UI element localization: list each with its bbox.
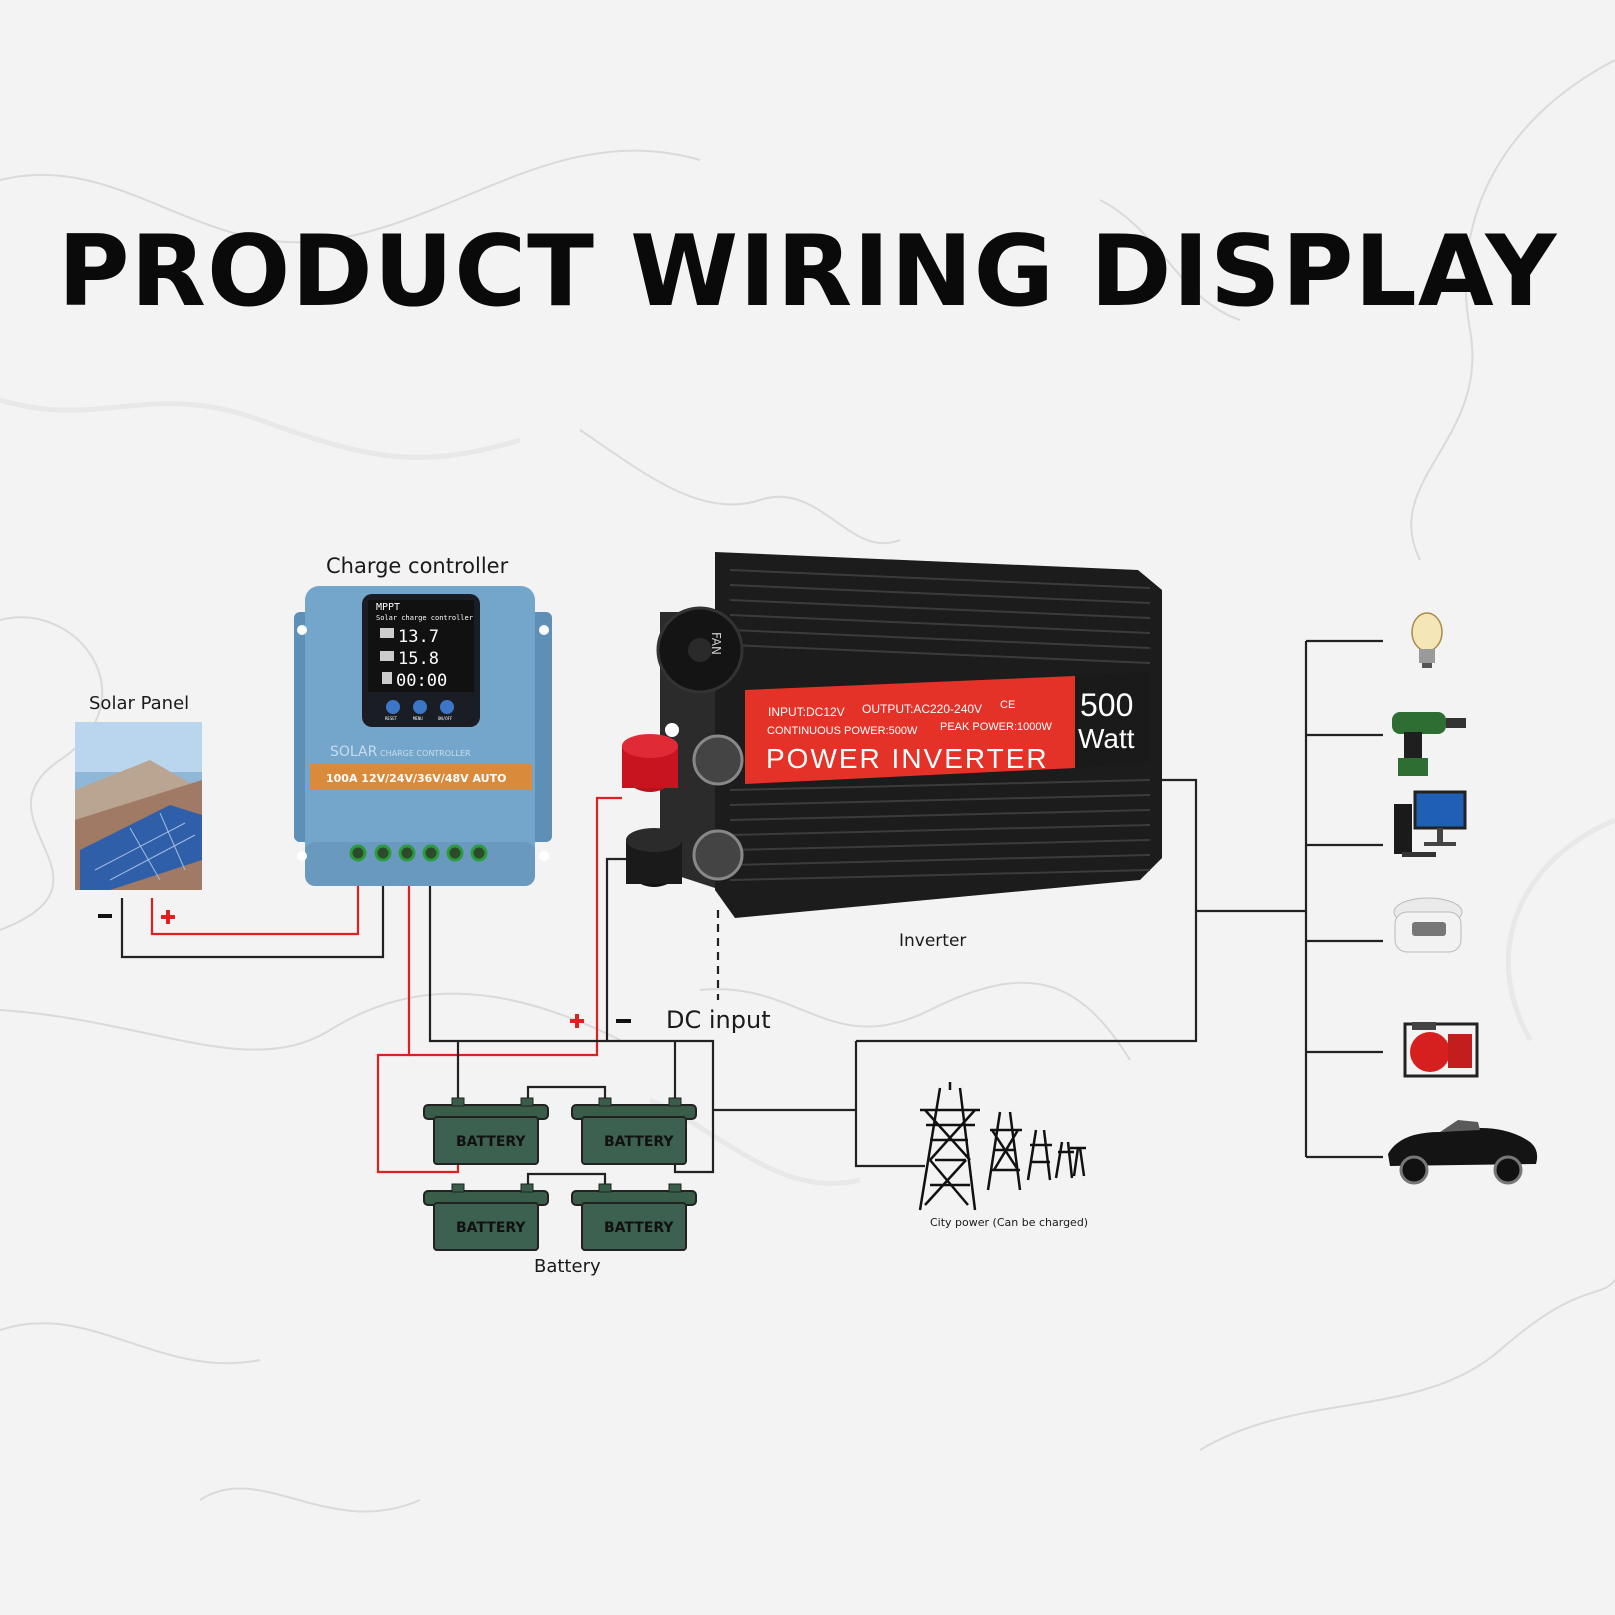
svg-text:15.8: 15.8 (398, 649, 439, 669)
inverter-negative-wire (605, 857, 626, 1041)
rice-cooker-icon (1393, 897, 1463, 953)
grid-bus (854, 1041, 925, 1168)
svg-text:00:00: 00:00 (396, 671, 447, 691)
svg-text:500: 500 (1080, 687, 1133, 723)
solar-plus-sign (161, 910, 175, 924)
solar-panel-label: Solar Panel (89, 693, 190, 714)
svg-text:Watt: Watt (1078, 723, 1135, 754)
water-pump-icon (1403, 1022, 1479, 1078)
svg-text:RESET: RESET (385, 716, 398, 721)
inverter-positive-wire (409, 796, 622, 1057)
dc-minus-sign (616, 1019, 631, 1023)
dc-input-label: DC input (666, 1006, 771, 1034)
inverter-label: Inverter (899, 931, 967, 951)
battery-label: Battery (534, 1256, 601, 1277)
svg-text:Solar charge controller: Solar charge controller (376, 614, 473, 622)
dc-plus-sign (570, 1014, 584, 1028)
page-title: PRODUCT WIRING DISPLAY (57, 215, 1558, 329)
svg-text:13.7: 13.7 (398, 627, 439, 647)
solar-negative-wire (120, 886, 385, 959)
svg-text:SOLAR: SOLAR (330, 744, 378, 760)
svg-text:OUTPUT:AC220-240V: OUTPUT:AC220-240V (862, 702, 982, 716)
city-power-label: City power (Can be charged) (930, 1216, 1089, 1229)
svg-text:MPPT: MPPT (376, 602, 400, 613)
controller-battery-negative-wire (428, 886, 715, 1174)
svg-text:CE: CE (1000, 699, 1015, 711)
power-inverter: FAN INPUT:DC12V OUTPUT:AC220-240V CE CON… (622, 552, 1162, 918)
power-tower-icon (918, 1082, 1086, 1211)
battery-bank: BATTERY BATTERY BATTERY BATTERY (423, 1097, 697, 1251)
svg-text:POWER INVERTER: POWER INVERTER (766, 743, 1049, 774)
solar-panel-image (75, 722, 202, 890)
svg-text:BATTERY: BATTERY (456, 1134, 526, 1150)
light-bulb-icon (1411, 612, 1443, 668)
wires (120, 639, 1383, 1186)
cordless-drill-icon (1392, 712, 1466, 776)
svg-text:BATTERY: BATTERY (456, 1220, 526, 1236)
battery-1: BATTERY (423, 1097, 549, 1165)
svg-text:FAN: FAN (709, 632, 723, 655)
battery-2: BATTERY (571, 1097, 697, 1165)
svg-text:MENU: MENU (413, 716, 423, 721)
solar-minus-sign (98, 914, 112, 918)
battery-3: BATTERY (423, 1183, 549, 1251)
solar-positive-wire (150, 886, 360, 936)
charge-controller-label: Charge controller (326, 554, 509, 578)
charge-controller: MPPT Solar charge controller 13.7 15.8 0… (294, 586, 552, 886)
car-icon (1388, 1120, 1538, 1185)
svg-text:CHARGE CONTROLLER: CHARGE CONTROLLER (380, 749, 471, 758)
svg-text:INPUT:DC12V: INPUT:DC12V (768, 705, 845, 719)
battery-4: BATTERY (571, 1183, 697, 1251)
svg-text:PEAK POWER:1000W: PEAK POWER:1000W (940, 721, 1052, 733)
svg-text:100A 12V/24V/36V/48V AUTO: 100A 12V/24V/36V/48V AUTO (326, 772, 506, 785)
svg-text:ON/OFF: ON/OFF (438, 716, 453, 721)
controller-battery-positive-wire (376, 886, 460, 1174)
svg-text:CONTINUOUS POWER:500W: CONTINUOUS POWER:500W (767, 725, 918, 737)
svg-text:BATTERY: BATTERY (604, 1220, 674, 1236)
desktop-computer-icon (1394, 790, 1467, 857)
svg-text:BATTERY: BATTERY (604, 1134, 674, 1150)
